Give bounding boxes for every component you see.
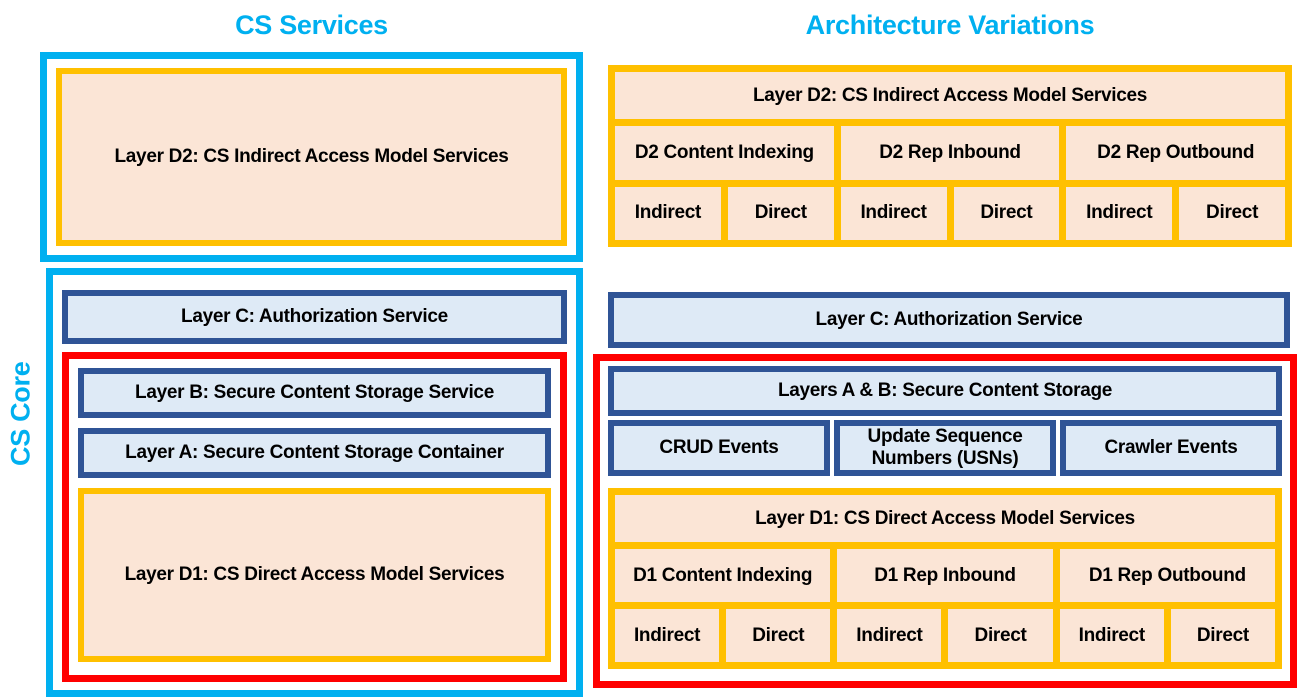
d2-mode-cell: Direct (1179, 186, 1285, 240)
d2-service-cell: D2 Rep Inbound (840, 126, 1060, 180)
layer-b-box: Layer B: Secure Content Storage Service (78, 368, 551, 418)
d2-mode-cell: Indirect (840, 186, 947, 240)
layer-d2-box: Layer D2: CS Indirect Access Model Servi… (56, 68, 567, 246)
layer-c-box: Layer C: Authorization Service (62, 290, 567, 344)
d2-service-cell: D2 Rep Outbound (1066, 126, 1285, 180)
cs-services-title: CS Services (235, 10, 388, 40)
d1-service-cell: D1 Content Indexing (615, 549, 831, 602)
ab-cell: Crawler Events (1060, 420, 1282, 476)
d2-panel-header: Layer D2: CS Indirect Access Model Servi… (615, 72, 1285, 119)
architecture-variations-title: Architecture Variations (805, 10, 1095, 40)
d1-mode-cell: Indirect (837, 609, 942, 662)
d2-mode-cell: Direct (727, 186, 834, 240)
d2-mode-cell: Indirect (615, 186, 721, 240)
d1-mode-cell: Indirect (1059, 609, 1164, 662)
layers-ab-section: Layers A & B: Secure Content Storage CRU… (608, 366, 1282, 476)
storage-red-box: Layers A & B: Secure Content Storage CRU… (593, 354, 1297, 688)
layer-c-right-box: Layer C: Authorization Service (608, 292, 1290, 348)
layers-ab-row: CRUD Events Update Sequence Numbers (USN… (608, 420, 1282, 476)
d2-mode-cell: Direct (953, 186, 1060, 240)
cs-core-label: CS Core (5, 361, 36, 467)
layer-a-box: Layer A: Secure Content Storage Containe… (78, 428, 551, 478)
d1-service-cell: D1 Rep Outbound (1059, 549, 1275, 602)
cs-core-box: Layer C: Authorization Service Layer B: … (46, 268, 583, 697)
d1-panel-header: Layer D1: CS Direct Access Model Service… (615, 495, 1275, 542)
d1-mode-cell: Direct (948, 609, 1053, 662)
d1-mode-cell: Indirect (615, 609, 720, 662)
d2-modes-row: Indirect Direct Indirect Direct Indirect… (615, 186, 1285, 240)
d2-variations-panel: Layer D2: CS Indirect Access Model Servi… (608, 65, 1292, 247)
layer-d1-box: Layer D1: CS Direct Access Model Service… (78, 488, 551, 662)
d1-mode-cell: Direct (1170, 609, 1275, 662)
d1-service-cell: D1 Rep Inbound (837, 549, 1053, 602)
ab-cell: CRUD Events (608, 420, 830, 476)
d1-mode-cell: Direct (726, 609, 831, 662)
core-storage-red-box: Layer B: Secure Content Storage Service … (62, 352, 567, 682)
cs-services-box: Layer D2: CS Indirect Access Model Servi… (40, 52, 583, 262)
d1-variations-panel: Layer D1: CS Direct Access Model Service… (608, 488, 1282, 669)
d2-mode-cell: Indirect (1066, 186, 1173, 240)
d1-modes-row: Indirect Direct Indirect Direct Indirect… (615, 609, 1275, 662)
layers-ab-header: Layers A & B: Secure Content Storage (608, 366, 1282, 416)
d2-service-cell: D2 Content Indexing (615, 126, 834, 180)
ab-cell: Update Sequence Numbers (USNs) (834, 420, 1056, 476)
d2-services-row: D2 Content Indexing D2 Rep Inbound D2 Re… (615, 126, 1285, 180)
d1-services-row: D1 Content Indexing D1 Rep Inbound D1 Re… (615, 549, 1275, 602)
